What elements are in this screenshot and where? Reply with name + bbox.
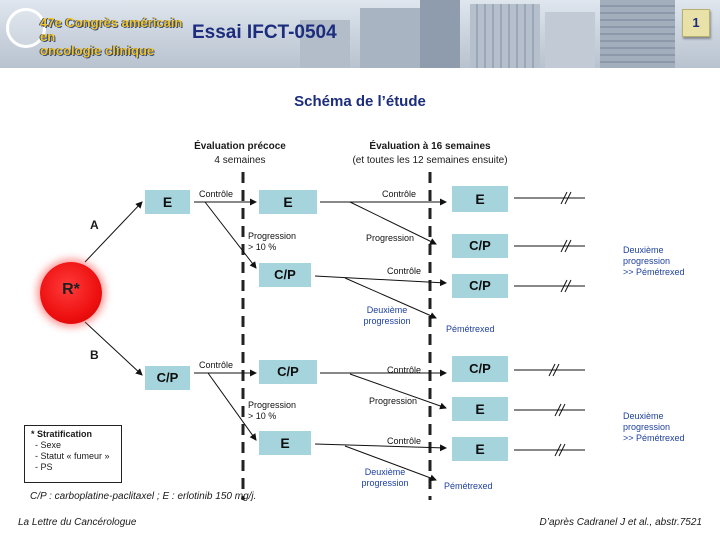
- break-mark: [564, 191, 572, 205]
- label-controle: Contrôle: [387, 436, 422, 446]
- skyline-building: [545, 12, 595, 68]
- label-controle: Contrôle: [387, 266, 422, 276]
- stratification-box: * Stratification - Sexe - Statut « fumeu…: [24, 425, 122, 483]
- arm-b-w16-control-box: C/P: [452, 356, 508, 382]
- break-mark: [554, 403, 562, 417]
- break-mark: [552, 363, 560, 377]
- label-second-progression: Deuxième progression: [360, 305, 414, 327]
- arrow-b-ctrl-progression: [349, 373, 447, 410]
- skyline-building: [360, 8, 420, 68]
- skyline-building: [420, 0, 460, 68]
- label-line: progression: [361, 478, 409, 488]
- label-line: Deuxième: [623, 411, 664, 421]
- stratification-item: - Sexe: [35, 440, 62, 450]
- congress-line-2: oncologie clinique: [40, 43, 155, 58]
- break-mark: [558, 403, 566, 417]
- stratification-item: - Statut « fumeur »: [35, 451, 110, 461]
- arrow-a-progression: [204, 201, 257, 269]
- stratification-item: - PS: [35, 462, 53, 472]
- early-evaluation-subtitle: 4 semaines: [214, 155, 266, 166]
- label-right-second-progression: Deuxième progression >> Pémétrexed: [623, 411, 685, 444]
- footer-source: D’après Cadranel J et al., abstr.7521: [539, 517, 703, 528]
- congress-logo: [6, 8, 46, 48]
- label-pemetrexed: Pémétrexed: [446, 324, 495, 334]
- label-line: progression: [623, 256, 671, 266]
- label-progression: Progression: [369, 396, 418, 406]
- randomization-circle: [40, 262, 102, 324]
- skyline-building: [600, 0, 675, 68]
- label-progression-threshold: Progression > 10 %: [248, 231, 296, 253]
- arrow-b-prog-control: [314, 443, 447, 452]
- break-mark: [560, 239, 568, 253]
- arrow-a-ctrl-progression: [349, 201, 437, 245]
- break-mark: [558, 443, 566, 457]
- arrow-r-to-arm-a: [84, 201, 143, 263]
- arm-a-control-box: E: [259, 190, 317, 214]
- stratification-title: * Stratification: [31, 429, 93, 439]
- label-controle: Contrôle: [387, 365, 422, 375]
- arm-a-w16-control-box: E: [452, 186, 508, 212]
- label-right-second-progression: Deuxième progression >> Pémétrexed: [623, 245, 685, 278]
- arm-b-label: B: [90, 348, 99, 362]
- arm-b-control-box: C/P: [259, 360, 317, 384]
- break-mark: [564, 279, 572, 293]
- arrow-b-progression: [207, 372, 257, 441]
- label-line: Deuxième: [366, 305, 408, 315]
- break-mark: [560, 191, 568, 205]
- arm-a-w16-second-box: C/P: [452, 274, 508, 298]
- arm-a-progression-box: C/P: [259, 263, 311, 287]
- label-line: >> Pémétrexed: [623, 433, 685, 443]
- label-line: Deuxième: [364, 467, 406, 477]
- arm-a-start-box: E: [145, 190, 190, 214]
- label-controle: Contrôle: [199, 189, 234, 199]
- arm-b-w16-second-box: E: [452, 437, 508, 461]
- header-title: Essai IFCT-0504: [192, 22, 337, 43]
- label-pemetrexed: Pémétrexed: [444, 481, 493, 491]
- arrow-a-prog-control: [314, 275, 447, 287]
- arrow-r-to-arm-b: [84, 321, 143, 376]
- page-title: Schéma de l’étude: [294, 93, 426, 110]
- break-mark: [548, 363, 556, 377]
- skyline-building: [300, 20, 350, 68]
- break-mark: [564, 239, 572, 253]
- break-mark: [560, 279, 568, 293]
- week16-evaluation-subtitle: (et toutes les 12 semaines ensuite): [352, 155, 508, 166]
- arm-a-label: A: [90, 218, 99, 232]
- congress-name: 47e Congrès américain en oncologie clini…: [40, 16, 190, 58]
- label-line: > 10 %: [248, 242, 277, 252]
- label-progression: Progression: [366, 233, 415, 243]
- congress-line-1: 47e Congrès américain en: [40, 15, 183, 44]
- label-line: Progression: [248, 231, 297, 241]
- arm-b-start-box: C/P: [145, 366, 190, 390]
- footer-journal: La Lettre du Cancérologue: [18, 517, 137, 528]
- label-controle: Contrôle: [382, 189, 417, 199]
- label-line: > 10 %: [248, 411, 277, 421]
- label-controle: Contrôle: [199, 360, 234, 370]
- arrow-a-prog-pemetrexed: [344, 277, 437, 319]
- label-second-progression: Deuxième progression: [358, 467, 412, 489]
- label-line: progression: [363, 316, 411, 326]
- label-line: >> Pémétrexed: [623, 267, 685, 277]
- break-mark: [554, 443, 562, 457]
- label-line: Deuxième: [623, 245, 664, 255]
- slide-number-badge: 1: [682, 9, 710, 37]
- week16-evaluation-title: Évaluation à 16 semaines: [369, 141, 491, 152]
- label-progression-threshold: Progression > 10 %: [248, 400, 296, 422]
- arm-b-progression-box: E: [259, 431, 311, 455]
- randomization-label: R*: [62, 281, 80, 298]
- label-line: progression: [623, 422, 671, 432]
- arrow-b-prog-pemetrexed: [344, 445, 437, 482]
- abbreviation-footnote: C/P : carboplatine-paclitaxel ; E : erlo…: [30, 491, 257, 502]
- arm-b-w16-progression-box: E: [452, 397, 508, 421]
- header-banner: [0, 0, 720, 68]
- arm-a-w16-progression-box: C/P: [452, 234, 508, 258]
- skyline-building: [470, 4, 540, 68]
- label-line: Progression: [248, 400, 297, 410]
- early-evaluation-title: Évaluation précoce: [194, 141, 286, 152]
